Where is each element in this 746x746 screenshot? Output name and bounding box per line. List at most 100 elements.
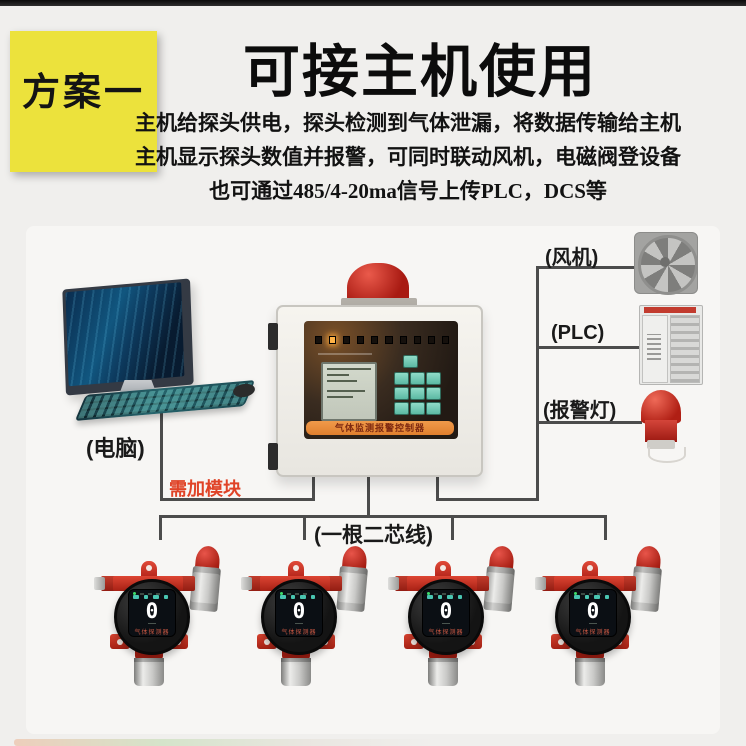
wire-bus-drop-3 (451, 515, 454, 540)
screen-icons (133, 595, 171, 599)
detector-face: 0 气体探测器 (261, 579, 337, 655)
detector-label: 气体探测器 (281, 630, 317, 636)
keypad-button (394, 387, 409, 400)
page-title: 可接主机使用 (243, 40, 597, 104)
alarm-light-icon (641, 390, 681, 424)
controller-panel-text-line (318, 353, 372, 355)
wire-fan-branch (536, 266, 640, 269)
alarm-light-label: (报警灯) (543, 400, 617, 422)
detector-label: 气体探测器 (575, 630, 611, 636)
mount-ear (141, 561, 157, 579)
sensor-head (281, 658, 311, 686)
keypad-button (410, 402, 425, 415)
unit-mark (589, 623, 597, 624)
conduit-cap (388, 577, 399, 590)
controller-lcd-screen (321, 362, 377, 421)
status-leds (427, 592, 465, 595)
unit-mark (148, 623, 156, 624)
unit-mark (442, 623, 450, 624)
wire-right-horizontal (436, 498, 539, 501)
description-line: 主机显示探头数值并报警，可同时联动风机，电磁阀登设备 (135, 145, 681, 169)
description-text: 主机给探头供电，探头检测到气体泄漏，将数据传输给主机 主机显示探头数值并报警，可… (80, 106, 736, 208)
status-leds (133, 592, 171, 595)
module-note-label: 需加模块 (169, 479, 241, 499)
gas-detector-3: 0 气体探测器 (383, 545, 523, 688)
gas-detector-4: 0 气体探测器 (530, 545, 670, 688)
detector-face: 0 气体探测器 (114, 579, 190, 655)
alarm-light-wire (648, 447, 686, 463)
wire-detector-bus (159, 515, 607, 518)
wire-box-stub-center (367, 477, 370, 518)
mount-ear (582, 561, 598, 579)
next-image-edge (14, 739, 434, 746)
description-line: 主机给探头供电，探头检测到气体泄漏，将数据传输给主机 (135, 111, 681, 135)
controller-beacon-base (341, 298, 417, 307)
top-border (0, 0, 746, 6)
conduit-cap (94, 577, 105, 590)
keypad-button (403, 355, 418, 368)
keypad-button (394, 402, 409, 415)
wire-alarm-branch (536, 421, 642, 424)
fan-icon (634, 232, 698, 295)
wire-bus-drop-1 (159, 515, 162, 540)
wire-box-stub-left (312, 477, 315, 501)
detector-face: 0 气体探测器 (555, 579, 631, 655)
alarm-light-body (645, 420, 677, 442)
keypad-button (394, 372, 409, 385)
sensor-head (134, 658, 164, 686)
gas-detector-2: 0 气体探测器 (236, 545, 376, 688)
detector-reading: 0 (292, 599, 306, 623)
description-line: 也可通过485/4-20ma信号上传PLC，DCS等 (209, 179, 607, 203)
controller-beacon-icon (347, 263, 409, 303)
status-leds (574, 592, 612, 595)
fan-hub (660, 257, 670, 267)
detector-label: 气体探测器 (134, 630, 170, 636)
keypad-button (426, 387, 441, 400)
detector-screen: 0 气体探测器 (569, 589, 617, 637)
controller-led-row (315, 336, 449, 344)
conduit-cap (535, 577, 546, 590)
keypad-button (410, 387, 425, 400)
plc-label: (PLC) (551, 322, 605, 344)
plc-cabinet-icon (639, 305, 703, 385)
sensor-head (575, 658, 605, 686)
alarm-light-base (647, 440, 675, 449)
detector-screen: 0 气体探测器 (422, 589, 470, 637)
plan-badge-label: 方案一 (21, 72, 145, 114)
wire-computer-drop (160, 413, 163, 501)
controller-hinge (268, 443, 278, 470)
wire-right-riser (536, 266, 539, 501)
detector-screen: 0 气体探测器 (128, 589, 176, 637)
unit-mark (295, 623, 303, 624)
wire-left-horizontal (160, 498, 315, 501)
wire-plc-branch (536, 346, 640, 349)
screen-icons (280, 595, 318, 599)
conduit-cap (241, 577, 252, 590)
keypad-button (410, 372, 425, 385)
bus-wire-label: (一根二芯线) (314, 524, 433, 547)
keypad-button (426, 372, 441, 385)
detector-label: 气体探测器 (428, 630, 464, 636)
monitor-screen (65, 282, 185, 387)
gas-detector-1: 0 气体探测器 (89, 545, 229, 688)
plan-badge: 方案一 (10, 31, 157, 172)
detector-reading: 0 (439, 599, 453, 623)
computer-monitor (62, 278, 194, 396)
detector-face: 0 气体探测器 (408, 579, 484, 655)
controller-hinge (268, 323, 278, 350)
mount-ear (288, 561, 304, 579)
sensor-head (428, 658, 458, 686)
screen-icons (427, 595, 465, 599)
detector-reading: 0 (145, 599, 159, 623)
computer-label: (电脑) (86, 436, 145, 461)
status-leds (280, 592, 318, 595)
wire-box-stub-right (436, 477, 439, 501)
wire-bus-drop-2 (303, 515, 306, 540)
controller-nameplate: 气体监测报警控制器 (306, 421, 454, 435)
detector-screen: 0 气体探测器 (275, 589, 323, 637)
keypad-button (426, 402, 441, 415)
detector-reading: 0 (586, 599, 600, 623)
screen-icons (574, 595, 612, 599)
mount-ear (435, 561, 451, 579)
